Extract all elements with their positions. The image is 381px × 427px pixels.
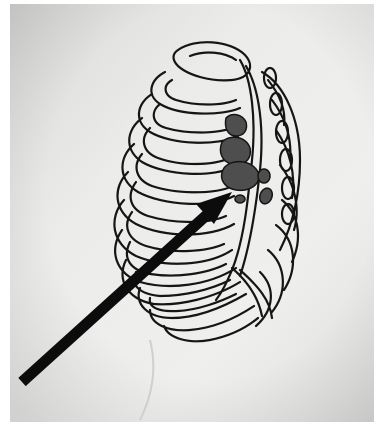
- paper-shadow: [10, 4, 374, 422]
- shaded-cartilage-4: [258, 169, 270, 183]
- shaded-cartilage-1: [225, 115, 246, 136]
- shaded-cartilage-6: [235, 195, 245, 203]
- shaded-cartilage-2: [220, 137, 250, 164]
- shaded-cartilage-3: [222, 162, 259, 191]
